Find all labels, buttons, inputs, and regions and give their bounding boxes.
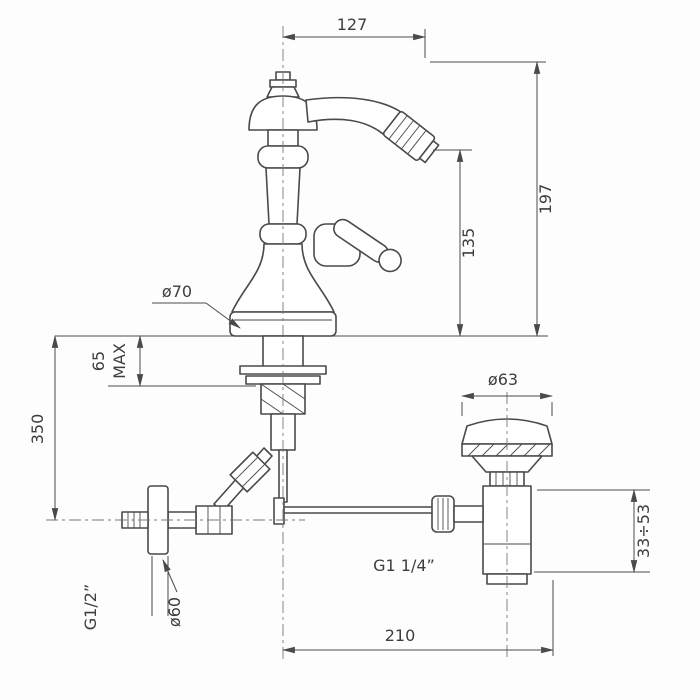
dim-350-label: 350 [28, 414, 47, 445]
thread-g114-label: G1 1/4” [373, 556, 435, 575]
centerlines [46, 26, 508, 662]
dim-135-label: 135 [459, 228, 478, 259]
faucet-body [229, 71, 440, 337]
dim-3353-label: 33÷53 [634, 504, 653, 558]
dim-127-label: 127 [337, 15, 368, 34]
leader-60 [162, 559, 178, 593]
dia-60-label: ø60 [165, 597, 184, 627]
lever-handle [333, 218, 402, 273]
leader-70 [205, 302, 241, 329]
extension-lines [55, 29, 650, 656]
drain-assembly [431, 418, 553, 585]
dia-63-label: ø63 [488, 370, 518, 389]
dim-210-label: 210 [385, 626, 416, 645]
dimension-lines [51, 33, 638, 654]
bell-base [231, 243, 335, 313]
dim-65-label: 65 [89, 351, 108, 371]
max-label: MAX [110, 343, 129, 379]
dia-70-label: ø70 [162, 282, 192, 301]
finial-taper [266, 86, 300, 98]
dim-197-label: 197 [536, 184, 555, 215]
pipe-coupling [229, 451, 271, 493]
thread-g12-label: G1/2” [81, 584, 100, 630]
knob-stem [453, 505, 484, 523]
under-deck-assembly [121, 335, 481, 555]
dimension-labels: 127 197 135 ø70 65 MAX 350 ø63 33÷53 G1 … [28, 15, 653, 645]
aerator [382, 111, 440, 164]
